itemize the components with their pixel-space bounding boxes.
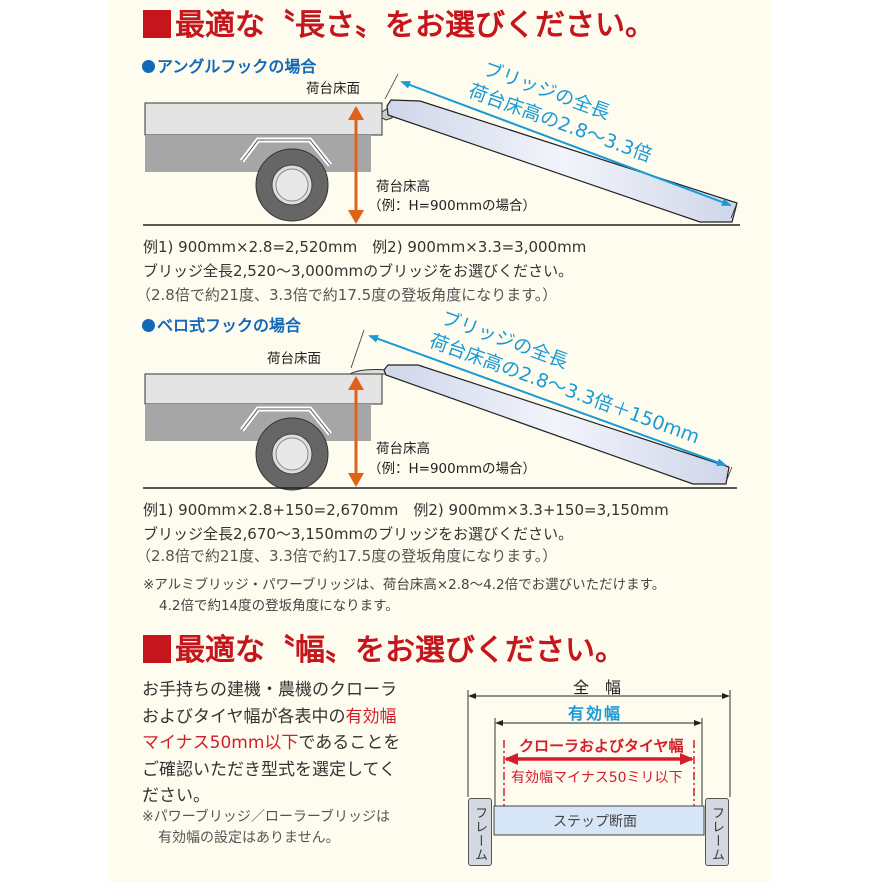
aluminum-footnote-line1: ※アルミブリッジ・パワーブリッジは、荷台床高×2.8〜4.2倍でお選びいただけま… — [143, 577, 666, 593]
bero-example-label: （例：H=900mmの場合） — [368, 461, 537, 477]
width-body-line4: ご確認いただき型式を選定してく — [142, 759, 396, 780]
red-square-bullet-icon — [143, 10, 171, 38]
width-body-line2: およびタイヤ幅が各表中の有効幅 — [142, 704, 400, 731]
angle-example-label: （例：H=900mmの場合） — [368, 198, 537, 214]
bero-angle-note: （2.8倍で約21度、3.3倍で約17.5度の登坂角度になります。） — [136, 547, 558, 565]
width-section-title: 最適な〝幅〟をお選びください。 — [143, 633, 625, 669]
step-section-label: ステップ断面 — [553, 814, 637, 830]
width-body-line3-highlight: マイナス50mm以下 — [142, 733, 299, 753]
width-body-line5: ださい。 — [142, 786, 210, 806]
height-arrow-icon — [348, 106, 364, 224]
angle-hook-heading: アングルフックの場合 — [142, 57, 316, 77]
bero-example-line: 例1) 900mm×2.8+150=2,670mm 例2) 900mm×3.3+… — [143, 501, 669, 519]
effective-minus-label: 有効幅マイナス50ミリ以下 — [511, 770, 683, 786]
width-note-line1: ※パワーブリッジ／ローラーブリッジは — [142, 809, 391, 825]
left-frame: フレーム — [468, 798, 492, 866]
width-body-line3: マイナス50mm以下であることを — [142, 730, 400, 757]
effective-width-label: 有効幅 — [568, 704, 623, 723]
bero-hook-heading: ベロ式フックの場合 — [142, 316, 301, 336]
aluminum-footnote-line2: 4.2倍で約14度の登坂角度になります。 — [159, 598, 399, 614]
red-square-bullet-icon — [143, 635, 171, 663]
crawler-tire-width-label: クローラおよびタイヤ幅 — [519, 737, 684, 755]
right-frame: フレーム — [705, 798, 729, 866]
truck-illustration — [144, 373, 383, 491]
angle-bed-height-label: 荷台床高 — [376, 179, 430, 195]
overall-width-label: 全 幅 — [573, 678, 622, 697]
height-arrow-icon — [348, 376, 364, 487]
blue-dot-bullet-icon — [142, 319, 155, 332]
length-section-title: 最適な〝長さ〟をお選びください。 — [143, 8, 655, 44]
width-body-line2-highlight: 有効幅 — [345, 706, 397, 727]
truck-illustration — [144, 102, 383, 222]
width-body-line1: お手持ちの建機・農機のクローラ — [142, 680, 397, 700]
angle-bed-surface-label: 荷台床面 — [306, 81, 360, 97]
width-title-text: 最適な〝幅〟をお選びください。 — [175, 633, 625, 668]
length-title-text: 最適な〝長さ〟をお選びください。 — [175, 8, 655, 43]
width-body-text: お手持ちの建機・農機のクローラ およびタイヤ幅が各表中の有効幅 マイナス50mm… — [142, 677, 400, 810]
width-body-line3-b: であることを — [298, 733, 401, 753]
bero-bed-surface-label: 荷台床面 — [267, 351, 321, 367]
angle-example-line: 例1) 900mm×2.8=2,520mm 例2) 900mm×3.3=3,00… — [143, 238, 587, 256]
bero-bed-height-label: 荷台床高 — [376, 441, 430, 457]
angle-hook-heading-text: アングルフックの場合 — [157, 57, 317, 76]
width-note-line2: 有効幅の設定はありません。 — [158, 830, 340, 846]
blue-dot-bullet-icon — [142, 60, 155, 73]
angle-angle-note: （2.8倍で約21度、3.3倍で約17.5度の登坂角度になります。） — [136, 286, 558, 304]
bero-select-line: ブリッジ全長2,670〜3,150mmのブリッジをお選びください。 — [143, 525, 574, 543]
bero-hook-heading-text: ベロ式フックの場合 — [157, 316, 302, 335]
width-body-line2-a: およびタイヤ幅が各表中の — [142, 706, 346, 727]
angle-select-line: ブリッジ全長2,520〜3,000mmのブリッジをお選びください。 — [143, 262, 574, 280]
